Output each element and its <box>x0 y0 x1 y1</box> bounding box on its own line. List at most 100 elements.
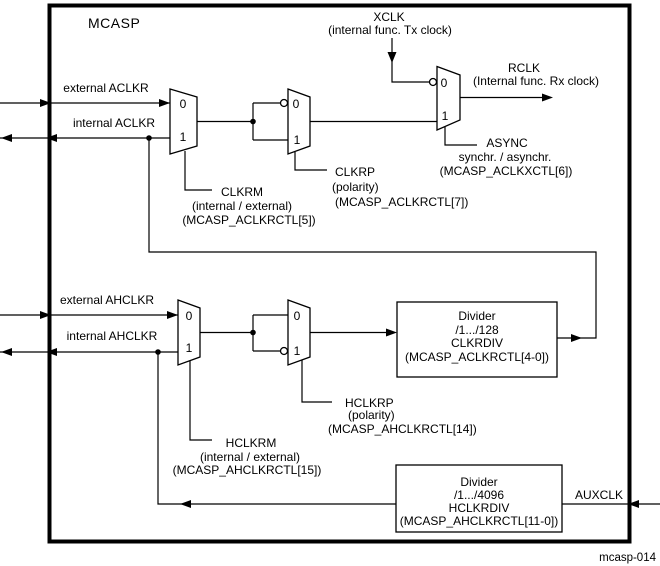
divider-box <box>396 301 558 378</box>
external-aclkr-label: external ACLKR <box>63 81 149 95</box>
async-register-label: (MCASP_ACLKXCTL[6]) <box>440 164 573 178</box>
mcasp-box-border <box>47 3 632 544</box>
rclk-label: RCLK <box>508 61 540 75</box>
divider-ratio-label: /1.../128 <box>455 323 499 337</box>
arrow-right-icon <box>40 311 51 319</box>
divider-title-label: Divider <box>460 475 497 489</box>
xclk-desc-label: (internal func. Tx clock) <box>328 23 452 37</box>
internal-ahclkr-label: internal AHCLKR <box>67 329 158 343</box>
arrow-right-icon <box>167 311 178 319</box>
mux-input-0-label: 0 <box>441 76 448 90</box>
clkrm-register-label: (MCASP_ACLKRCTL[5]) <box>182 213 315 227</box>
arrow-right-icon <box>159 99 170 107</box>
mux-input-1-label: 1 <box>180 130 187 144</box>
mux-input-1-label: 1 <box>186 341 193 355</box>
arrow-right-icon <box>386 328 397 337</box>
divider-ratio-label: /1.../4096 <box>454 488 504 502</box>
mux-input-0-label: 0 <box>180 97 187 111</box>
hclkrm-register-label: (MCASP_AHCLKRCTL[15]) <box>173 463 322 477</box>
internal-ahclkr-feedback-wire <box>157 352 396 508</box>
xclk-input: XCLK (internal func. Tx clock) <box>328 10 452 83</box>
inverter-bubble-icon <box>279 98 289 108</box>
feedback-path <box>148 138 597 339</box>
divider-title-label: Divider <box>458 309 495 323</box>
auxclk-label: AUXCLK <box>575 488 623 502</box>
hclkrm-name-label: HCLKRM <box>226 436 277 450</box>
external-ahclkr-label: external AHCLKR <box>60 293 154 307</box>
mux-body <box>287 299 311 366</box>
xclk-wire <box>391 38 430 83</box>
divider-box <box>395 464 563 533</box>
mux-body <box>177 299 201 366</box>
external-ahclkr-wire: external AHCLKR <box>0 293 178 319</box>
polarity-split-loop <box>252 102 288 141</box>
clkrdiv-divider: Divider /1.../128 CLKRDIV (MCASP_ACLKRCT… <box>396 301 558 378</box>
hclkrp-desc-label: (polarity) <box>348 408 395 422</box>
arrow-left-icon <box>1 348 12 356</box>
mux-input-0-label: 0 <box>294 309 301 323</box>
async-annotation: ASYNC synchr. / asynchr. (MCASP_ACLKXCTL… <box>440 127 573 178</box>
clkrp-mux: 0 1 <box>287 88 311 155</box>
clkrp-annotation: CLKRP (polarity) (MCASP_ACLKRCTL[7]) <box>294 152 468 209</box>
clkrp-register-label: (MCASP_ACLKRCTL[7]) <box>335 195 468 209</box>
hclkrp-annotation: HCLKRP (polarity) (MCASP_AHCLKRCTL[14]) <box>301 360 477 436</box>
divider-name-label: CLKRDIV <box>451 336 503 350</box>
diagram-title: MCASP <box>88 15 140 31</box>
external-aclkr-wire: external ACLKR <box>0 81 170 107</box>
hclkrm-annotation: HCLKRM (internal / external) (MCASP_AHCL… <box>173 361 322 477</box>
clkrm-mux: 0 1 <box>169 88 198 155</box>
hclkrp-name-label: HCLKRP <box>345 396 394 410</box>
inverter-bubble-icon <box>428 77 438 87</box>
divider-register-label: (MCASP_AHCLKRCTL[11-0]) <box>400 514 558 528</box>
mux-input-0-label: 0 <box>293 97 300 111</box>
async-mux: 0 1 <box>428 65 461 131</box>
hclkrm-mux: 0 1 <box>177 299 201 366</box>
xclk-arrow-down-icon <box>387 52 397 63</box>
async-name-label: ASYNC <box>486 136 528 150</box>
hclkrp-register-label: (MCASP_AHCLKRCTL[14]) <box>328 422 477 436</box>
arrow-right-icon <box>571 334 582 342</box>
internal-aclkr-feedback-wire <box>148 138 597 342</box>
xclk-label: XCLK <box>373 10 404 24</box>
rclk-output: RCLK (Internal func. Rx clock) <box>460 61 599 102</box>
clkrp-desc-label: (polarity) <box>332 180 379 194</box>
divider-register-label: (MCASP_ACLKRCTL[4-0]) <box>405 350 549 364</box>
arrow-left-icon <box>180 500 191 508</box>
ahclkr-row: external AHCLKR internal AHCLKR 0 1 <box>0 138 597 477</box>
clkrm-to-clkrp-wires <box>197 98 289 141</box>
label-pointer <box>189 361 212 441</box>
mux-input-1-label: 1 <box>294 344 301 358</box>
mux-input-1-label: 1 <box>294 133 301 147</box>
arrow-right-icon <box>542 93 553 102</box>
arrow-left-icon <box>46 348 57 356</box>
hclkrp-mux: 0 1 <box>287 299 311 366</box>
mux-body <box>287 88 311 155</box>
clkrm-annotation: CLKRM (internal / external) (MCASP_ACLKR… <box>182 151 316 227</box>
mux-body <box>436 65 461 131</box>
hclkrm-to-hclkrp-wires <box>200 314 289 356</box>
arrow-right-icon <box>40 99 51 107</box>
label-pointer <box>294 152 327 171</box>
rclk-desc-label: (Internal func. Rx clock) <box>473 74 599 88</box>
inverter-bubble-icon <box>279 346 289 356</box>
mux-input-1-label: 1 <box>442 109 449 123</box>
divider-name-label: HCLKRDIV <box>449 501 510 515</box>
internal-ahclkr-wire: internal AHCLKR <box>0 329 178 356</box>
label-pointer <box>301 360 332 403</box>
mux-input-0-label: 0 <box>186 309 193 323</box>
auxclk-input: AUXCLK <box>562 488 660 508</box>
clkrp-name-label: CLKRP <box>335 165 375 179</box>
figure-caption: mcasp-014 <box>599 552 656 564</box>
hclkrdiv-divider: Divider /1.../4096 HCLKRDIV (MCASP_AHCLK… <box>157 352 660 533</box>
hclkrm-desc-label: (internal / external) <box>200 450 300 464</box>
internal-aclkr-wire: internal ACLKR <box>0 116 170 142</box>
polarity-split-loop <box>252 314 288 352</box>
internal-aclkr-label: internal ACLKR <box>73 116 155 130</box>
feedback-path <box>157 352 396 505</box>
aclkr-row: external ACLKR internal ACLKR 0 1 <box>0 61 599 227</box>
arrow-left-icon <box>628 500 639 508</box>
async-desc-label: synchr. / asynchr. <box>459 150 552 164</box>
arrow-left-icon <box>46 134 57 142</box>
clkrm-desc-label: (internal / external) <box>192 199 292 213</box>
